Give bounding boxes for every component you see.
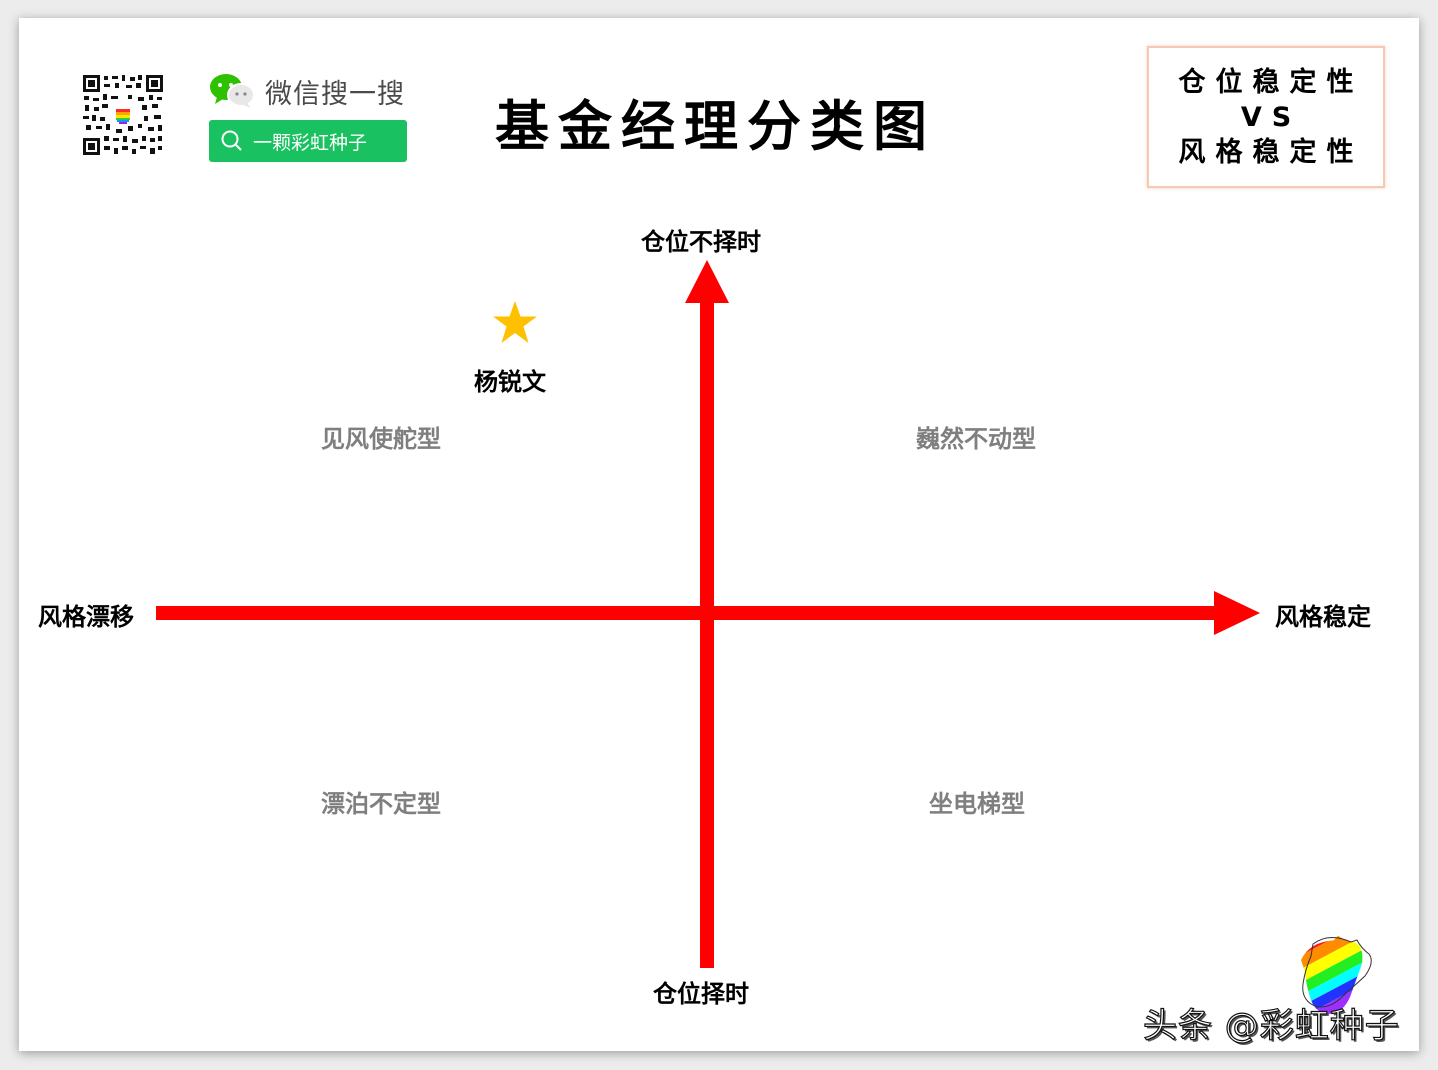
- quadrant-axes: [156, 260, 1260, 968]
- quadrant-label-top-right: 巍然不动型: [916, 425, 1036, 453]
- quadrant-label-bottom-left: 漂泊不定型: [321, 790, 441, 818]
- quadrant-label-bottom-right: 坐电梯型: [929, 790, 1025, 818]
- diagram-canvas: 微信搜一搜 一颗彩虹种子 基金经理分类图 仓位稳定性 VS 风格稳定性 仓位不择…: [19, 18, 1419, 1051]
- axis-label-top: 仓位不择时: [641, 228, 761, 256]
- star-icon: [493, 301, 537, 343]
- vertical-axis-arrow: [685, 260, 729, 968]
- wechat-search-title: 微信搜一搜: [265, 78, 405, 110]
- marker-label-manager: 杨锐文: [474, 368, 546, 396]
- rainbow-seed-logo-icon: [1299, 936, 1379, 1014]
- quadrant-label-top-left: 见风使舵型: [321, 425, 441, 453]
- axis-label-left: 风格漂移: [38, 603, 134, 631]
- axis-label-bottom: 仓位择时: [653, 980, 749, 1008]
- qr-code-icon: [82, 74, 164, 156]
- horizontal-axis-arrow: [156, 591, 1260, 635]
- page-title: 基金经理分类图: [495, 95, 936, 158]
- wechat-search-header: 微信搜一搜: [209, 73, 405, 110]
- wechat-search-query: 一颗彩虹种子: [253, 131, 368, 154]
- axis-label-right: 风格稳定: [1275, 603, 1371, 631]
- vs-line-position-stability: 仓位稳定性: [1178, 66, 1364, 98]
- search-icon: [221, 130, 242, 151]
- wechat-search-box: 一颗彩虹种子: [209, 120, 407, 162]
- watermark-text: 头条 @彩虹种子: [1142, 1005, 1400, 1046]
- vs-legend-box: 仓位稳定性 VS 风格稳定性: [1147, 46, 1385, 188]
- wechat-logo-icon: [210, 74, 255, 108]
- vs-line-vs: VS: [1240, 101, 1302, 133]
- vs-line-style-stability: 风格稳定性: [1178, 136, 1364, 168]
